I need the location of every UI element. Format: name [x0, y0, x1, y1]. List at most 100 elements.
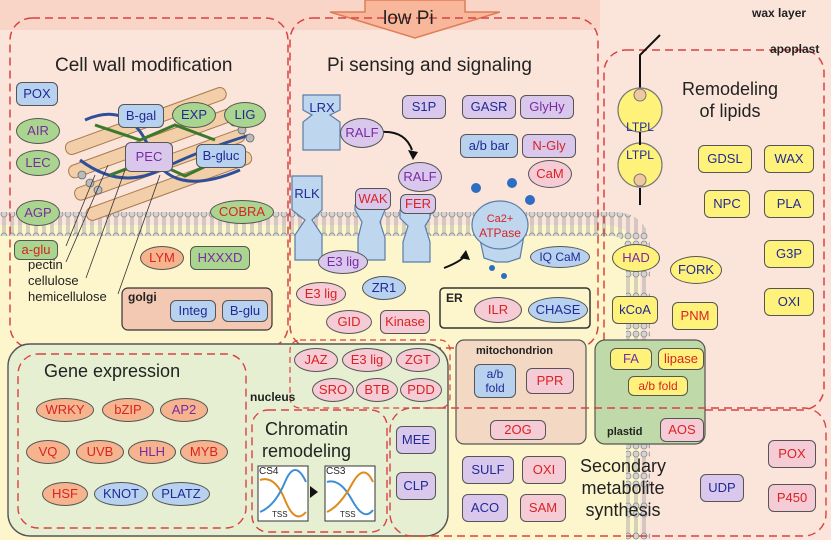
node-lec: LEC — [16, 150, 60, 176]
node-vq: VQ — [26, 440, 70, 464]
plot-cs4-label: CS4 — [259, 466, 279, 477]
secondary-frame — [389, 407, 827, 537]
node-gasr: GASR — [462, 95, 516, 119]
node-pnm: PNM — [672, 302, 718, 330]
plot-tss-right: TSS — [340, 510, 356, 519]
gene-expression-title: Gene expression — [44, 361, 181, 381]
low-pi-label: low Pi — [383, 8, 434, 29]
node-oxi-b: OXI — [764, 288, 814, 316]
node-b-gal: B-gal — [118, 104, 164, 128]
node-n-gly: N-Gly — [522, 134, 576, 158]
node-iq-cam: IQ CaM — [530, 246, 590, 268]
node-s1p: S1P — [402, 95, 446, 119]
node-pdd: PDD — [400, 378, 442, 402]
golgi-label: golgi — [128, 290, 157, 304]
node-npc: NPC — [704, 190, 750, 218]
legend-cellulose: cellulose — [28, 273, 79, 288]
node-wrky: WRKY — [36, 398, 94, 422]
chromatin-title: Chromatin remodeling — [262, 419, 352, 461]
secondary-title: Secondary metabolite synthesis — [580, 456, 667, 520]
node-pox: POX — [16, 82, 58, 106]
chromatin-plots — [257, 465, 376, 522]
node-ab-fold-plastid: a/b fold — [628, 376, 688, 396]
node-integ: Integ — [170, 300, 216, 322]
node-bzip: bZIP — [102, 398, 154, 422]
node-g3p: G3P — [764, 240, 814, 268]
legend-pectin: pectin — [28, 257, 63, 272]
node-fer: FER — [400, 194, 436, 214]
node-p450: P450 — [768, 484, 816, 512]
node-lipase: lipase — [658, 348, 704, 370]
pi-sensing-title: Pi sensing and signaling — [327, 55, 532, 76]
node-atpase: ATPase — [479, 226, 521, 240]
nucleus-label: nucleus — [250, 390, 296, 404]
node-ltpl-a: LTPL — [626, 120, 654, 134]
node-kcoa: kCoA — [612, 296, 658, 324]
node-b-gluc: B-gluc — [196, 144, 246, 168]
cell-wall-title: Cell wall modification — [55, 55, 233, 76]
plastid-label: plastid — [607, 426, 643, 438]
node-glyhy: GlyHy — [520, 95, 574, 119]
node-oxi-a: OXI — [522, 456, 566, 484]
node-ppr: PPR — [526, 368, 574, 394]
node-ilr: ILR — [474, 297, 522, 323]
node-b-glu: B-glu — [222, 300, 268, 322]
node-sro: SRO — [312, 378, 354, 402]
node-zgt: ZGT — [396, 348, 440, 372]
node-uvb: UVB — [76, 440, 124, 464]
node-kinase: Kinase — [380, 310, 430, 334]
node-hxxxd: HXXXD — [190, 246, 250, 270]
node-zr1: ZR1 — [362, 276, 406, 300]
node-cam: CaM — [528, 160, 572, 188]
apoplast-label: apoplast — [770, 42, 820, 56]
node-pla: PLA — [764, 190, 814, 218]
node-udp: UDP — [700, 474, 744, 502]
node-lym: LYM — [140, 246, 184, 270]
er-label: ER — [446, 291, 463, 305]
node-ap2: AP2 — [160, 398, 208, 422]
node-wak: WAK — [355, 188, 391, 210]
node-pox-b: POX — [768, 440, 816, 468]
node-hsf: HSF — [42, 482, 88, 506]
node-exp: EXP — [172, 102, 216, 128]
node-lig: LIG — [224, 102, 266, 128]
node-ltpl-b: LTPL — [626, 148, 654, 162]
node-aco: ACO — [462, 494, 508, 522]
node-e3-lig-a: E3 lig — [318, 250, 368, 274]
pi-sensing-frame — [289, 17, 599, 349]
low-pi-arrow — [329, 0, 501, 39]
node-lrx: LRX — [309, 100, 335, 115]
lipids-frame — [603, 49, 825, 411]
node-jaz: JAZ — [294, 348, 338, 372]
node-wax: WAX — [764, 145, 814, 173]
node-ab-fold: a/b fold — [474, 364, 516, 398]
wax-layer-label: wax layer — [752, 6, 807, 20]
legend-hemicellulose: hemicellulose — [28, 289, 107, 304]
plot-cs3-label: CS3 — [326, 466, 346, 477]
node-pec: PEC — [125, 142, 173, 172]
node-air: AIR — [16, 118, 60, 144]
node-e3-lig-b: E3 lig — [296, 282, 346, 306]
mitochondrion-label: mitochondrion — [476, 345, 553, 357]
node-ralf-b: RALF — [398, 162, 442, 192]
node-a-glu: a-glu — [14, 240, 58, 260]
plot-tss-left: TSS — [272, 510, 288, 519]
node-had: HAD — [612, 244, 660, 272]
node-gid: GID — [326, 310, 372, 334]
node-clp: CLP — [396, 472, 436, 500]
node-ab-bar: a/b bar — [460, 134, 518, 158]
node-rlk: RLK — [294, 186, 320, 201]
node-knot: KNOT — [94, 482, 148, 506]
node-ca: Ca2+ — [486, 213, 514, 225]
node-hlh: HLH — [128, 440, 176, 464]
node-mee: MEE — [396, 426, 436, 454]
node-ralf-a: RALF — [340, 118, 384, 148]
node-sulf: SULF — [462, 456, 514, 484]
node-cobra: COBRA — [210, 200, 274, 224]
node-agp: AGP — [16, 200, 60, 226]
node-chase: CHASE — [528, 297, 588, 323]
node-btb: BTB — [356, 378, 398, 402]
node-gdsl: GDSL — [698, 145, 752, 173]
node-myb: MYB — [180, 440, 228, 464]
